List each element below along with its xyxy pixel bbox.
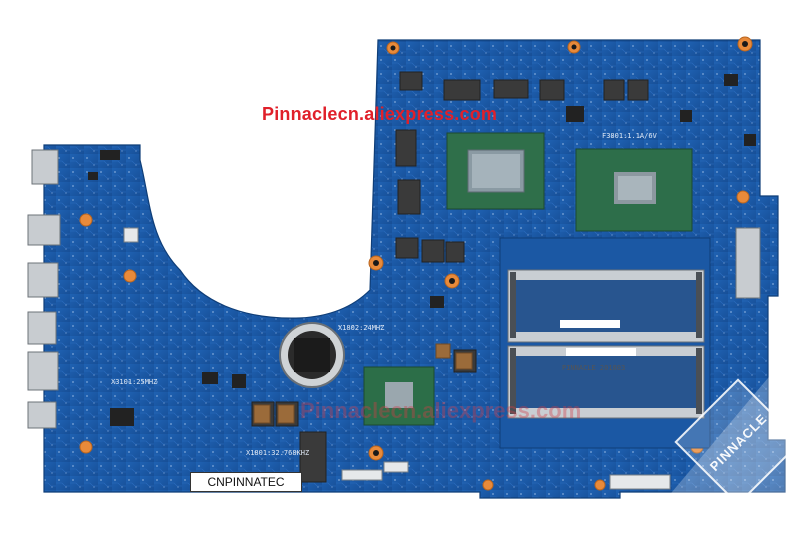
silk-crystal-1: X3101:25MHZ xyxy=(111,378,157,386)
motherboard-photo: X3101:25MHZ X1801:32.768KHZ X1802:24MHZ … xyxy=(27,36,800,530)
corner-watermark-bg xyxy=(640,340,800,530)
cpu-chip xyxy=(575,148,693,232)
connectors xyxy=(123,227,671,490)
copper-inductors xyxy=(253,343,473,424)
store-watermark: Pinnaclecn.aliexpress.com xyxy=(262,104,498,124)
gpu-chip xyxy=(446,132,545,210)
store-watermark-faded: Pinnaclecn.aliexpress.com xyxy=(300,398,582,423)
side-ports xyxy=(27,149,761,429)
smd-components xyxy=(88,74,756,426)
silk-crystal-2: X1801:32.768KHZ xyxy=(246,449,309,457)
pch-chip xyxy=(363,366,435,426)
silk-crystal-3: X1802:24MHZ xyxy=(338,324,384,332)
ram-slots xyxy=(499,237,711,449)
silk-fuse: F3801:1.1A/6V xyxy=(602,132,658,140)
silk-sticker: PINNACLE 201803 xyxy=(562,364,625,372)
cmos-battery xyxy=(279,322,345,388)
board-label-tag: CNPINNATEC xyxy=(190,472,302,492)
